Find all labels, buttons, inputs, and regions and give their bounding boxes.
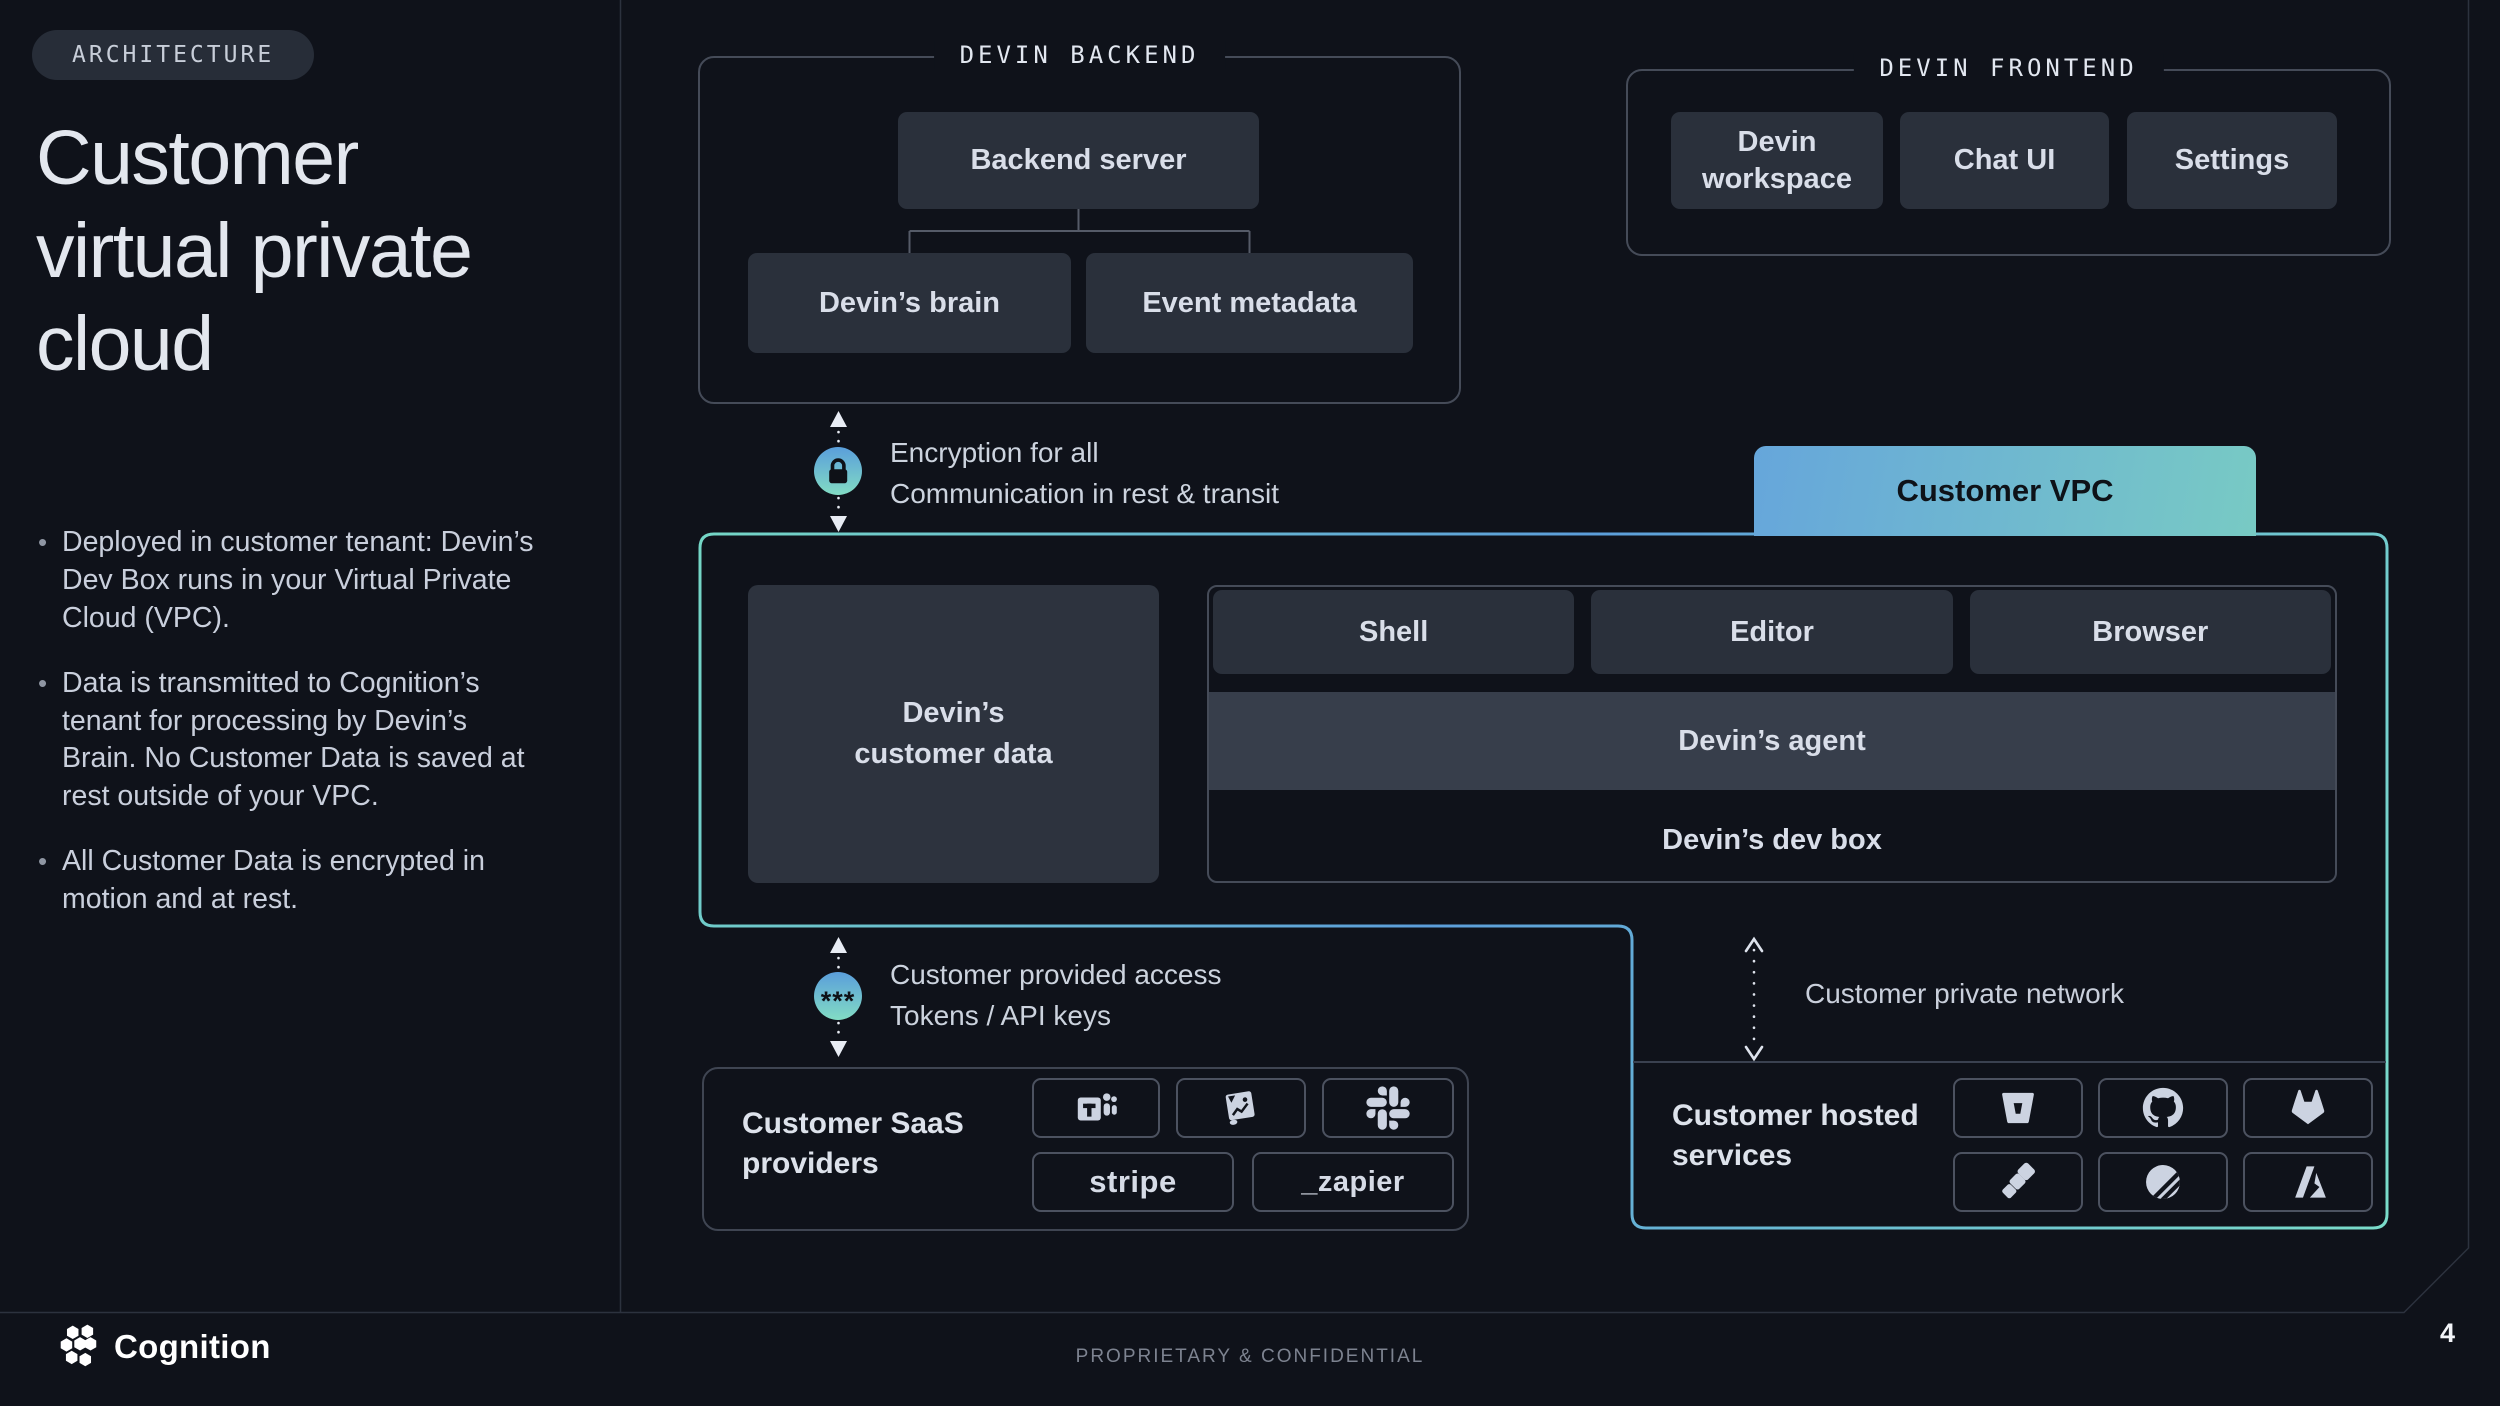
private-network-label: Customer private network bbox=[1805, 978, 2125, 1009]
encryption-note: Encryption for all Communication in rest… bbox=[890, 432, 1279, 514]
zapier-wordmark: _zapier bbox=[1252, 1152, 1454, 1212]
gitlab-icon bbox=[2243, 1078, 2373, 1138]
page-number: 4 bbox=[2440, 1318, 2456, 1348]
keys-icon: *** bbox=[814, 972, 862, 1020]
access-note-line1: Customer provided access bbox=[890, 959, 1222, 990]
bullet-item: All Customer Data is encrypted in motion… bbox=[36, 843, 544, 919]
confidential-note: PROPRIETARY & CONFIDENTIAL bbox=[1075, 1346, 1425, 1367]
access-note: Customer provided access Tokens / API ke… bbox=[890, 954, 1221, 1036]
bullet-item: Data is transmitted to Cognition’s tenan… bbox=[36, 665, 544, 817]
github-icon bbox=[2098, 1078, 2228, 1138]
brand-name: Cognition bbox=[114, 1328, 271, 1365]
access-note-line2: Tokens / API keys bbox=[890, 1000, 1111, 1031]
architecture-badge: ARCHITECTURE bbox=[32, 30, 315, 80]
customer-vpc-tab: Customer VPC bbox=[1754, 446, 2256, 536]
bullet-list: Deployed in customer tenant: Devin’s Dev… bbox=[36, 524, 544, 946]
lock-icon bbox=[814, 447, 862, 495]
chat-ui-box: Chat UI bbox=[1900, 112, 2109, 209]
hosted-services-title: Customer hosted services bbox=[1672, 1099, 1919, 1172]
encryption-note-line1: Encryption for all bbox=[890, 437, 1099, 468]
devin-frontend-label: DEVIN FRONTEND bbox=[1853, 54, 2164, 82]
brand: Cognition bbox=[58, 1324, 271, 1370]
jira-icon bbox=[1953, 1152, 2083, 1212]
azure-icon bbox=[2243, 1152, 2373, 1212]
devins-agent-bar: Devin’s agent bbox=[1209, 692, 2335, 790]
shell-box: Shell bbox=[1213, 590, 1575, 674]
devins-brain-box: Devin’s brain bbox=[748, 253, 1071, 353]
page-title: Customer virtual private cloud bbox=[36, 115, 473, 388]
stripe-wordmark: stripe bbox=[1032, 1152, 1234, 1212]
private-network-arrow-icon bbox=[1744, 936, 1764, 1062]
saas-providers-title: Customer SaaS providers bbox=[742, 1107, 964, 1180]
settings-box: Settings bbox=[2127, 112, 2337, 209]
datadog-icon bbox=[1176, 1078, 1306, 1138]
bullet-item: Deployed in customer tenant: Devin’s Dev… bbox=[36, 524, 544, 638]
event-metadata-box: Event metadata bbox=[1086, 253, 1413, 353]
customer-data-box: Devin’s customer data bbox=[748, 585, 1159, 883]
editor-box: Editor bbox=[1591, 590, 1953, 674]
slack-icon bbox=[1322, 1078, 1454, 1138]
devin-workspace-box: Devin workspace bbox=[1671, 112, 1883, 209]
linear-icon bbox=[2098, 1152, 2228, 1212]
teams-icon bbox=[1032, 1078, 1160, 1138]
encryption-note-line2: Communication in rest & transit bbox=[890, 478, 1280, 509]
browser-box: Browser bbox=[1969, 590, 2331, 674]
devin-backend-label: DEVIN BACKEND bbox=[933, 41, 1226, 69]
backend-server-box: Backend server bbox=[898, 112, 1259, 209]
devins-devbox-label: Devin’s dev box bbox=[1662, 823, 1882, 856]
bitbucket-icon bbox=[1953, 1078, 2083, 1138]
devbox-container: Shell Editor Browser Devin’s agent Devin… bbox=[1207, 585, 2337, 883]
